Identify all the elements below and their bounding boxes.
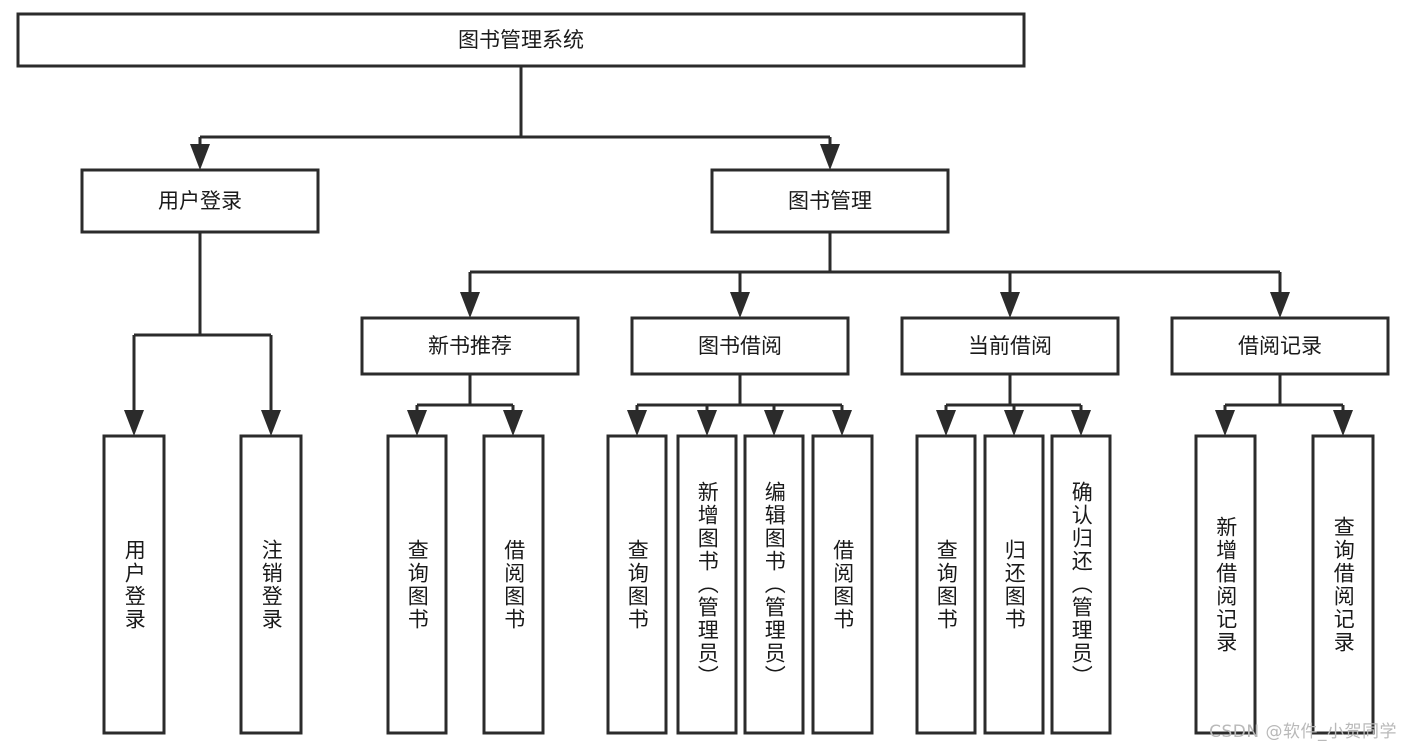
level3-node-图书借阅-label: 图书借阅 [698,334,782,358]
connector-book-mgmt-to-level3 [460,232,1290,318]
leaf-node-查询图书-box[interactable] [386,434,448,735]
arrow-head-icon [1333,410,1353,436]
arrow-head-icon [1270,292,1290,318]
leaf-node-新增图书管理员-box[interactable] [676,434,738,735]
leaf-node-确认归还管理员-box[interactable] [1050,434,1112,735]
level2-node-用户登录-label: 用户登录 [158,189,242,213]
leaf-node-用户登录-box[interactable] [102,434,166,735]
connector-user-login-to-leaves [124,232,281,436]
root-node-图书管理系统-label: 图书管理系统 [458,28,584,52]
leaf-node-查询借阅记录-box[interactable] [1311,434,1375,735]
arrow-head-icon [627,410,647,436]
level3-node-当前借阅-box[interactable] [900,316,1120,376]
leaf-node-借阅图书-box[interactable] [482,434,545,735]
leaf-node-编辑图书管理员-box[interactable] [743,434,805,735]
connector-borrow-to-leaves [627,374,852,436]
arrow-head-icon [832,410,852,436]
root-node-图书管理系统-box[interactable] [16,12,1026,68]
level2-node-图书管理-box[interactable] [710,168,950,234]
leaf-node-新增借阅记录-box[interactable] [1194,434,1257,735]
arrow-head-icon [1000,292,1020,318]
level3-node-借阅记录-box[interactable] [1170,316,1390,376]
leaf-node-借阅图书-box[interactable] [811,434,874,735]
arrow-head-icon [764,410,784,436]
arrow-head-icon [820,144,840,170]
level2-node-用户登录-box[interactable] [80,168,320,234]
level3-node-当前借阅-label: 当前借阅 [968,334,1052,358]
arrow-head-icon [261,410,281,436]
node-box-layer [16,12,1390,735]
arrow-head-icon [407,410,427,436]
watermark-text: CSDN @软件_小贺同学 [1209,722,1397,742]
arrow-head-icon [697,410,717,436]
leaf-node-归还图书-box[interactable] [983,434,1045,735]
arrow-head-icon [460,292,480,318]
arrow-head-icon [503,410,523,436]
arrow-head-icon [936,410,956,436]
arrow-head-icon [730,292,750,318]
connector-layer [124,66,1353,436]
level3-node-借阅记录-label: 借阅记录 [1238,334,1322,358]
connector-new-book-to-leaves [407,374,523,436]
arrow-head-icon [1215,410,1235,436]
leaf-node-查询图书-box[interactable] [915,434,977,735]
level3-node-新书推荐-label: 新书推荐 [428,334,512,358]
connector-root-to-level2 [190,66,840,170]
arrow-head-icon [1004,410,1024,436]
arrow-head-icon [124,410,144,436]
level2-node-图书管理-label: 图书管理 [788,189,872,213]
connector-current-borrow-to-leaves [936,374,1091,436]
level3-node-新书推荐-box[interactable] [360,316,580,376]
connector-borrow-record-to-leaves [1215,374,1353,436]
leaf-node-注销登录-box[interactable] [239,434,303,735]
arrow-head-icon [1071,410,1091,436]
leaf-node-查询图书-box[interactable] [606,434,668,735]
arrow-head-icon [190,144,210,170]
level3-node-图书借阅-box[interactable] [630,316,850,376]
